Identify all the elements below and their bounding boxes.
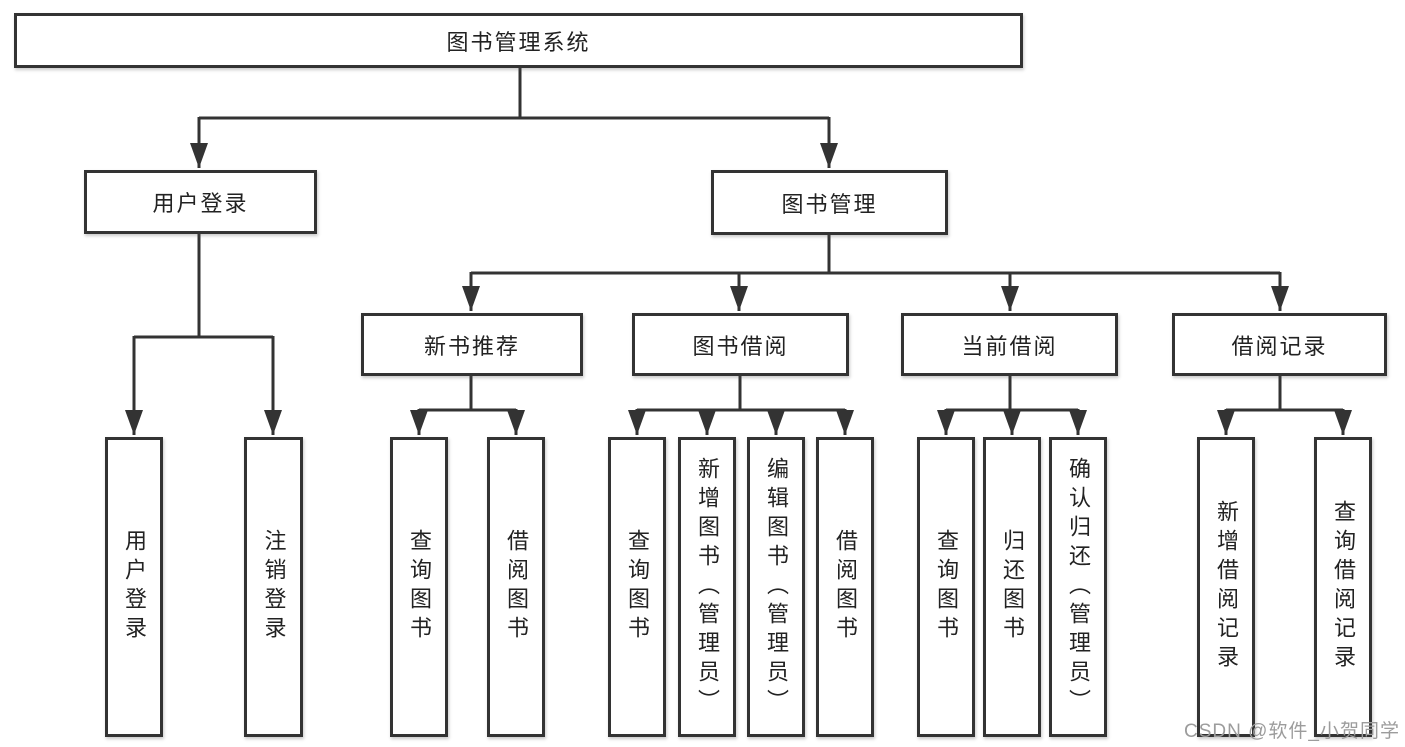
leaf-user-login: 用户登录 xyxy=(105,437,163,737)
connector-records-split xyxy=(1226,374,1343,412)
leaf-return-books: 归还图书 xyxy=(983,437,1041,737)
leaf-borrow-books: 借阅图书 xyxy=(816,437,874,737)
leaf-edit-books-admin: 编辑图书（管理员） xyxy=(747,437,805,737)
leaf-query-borrow-record: 查询借阅记录 xyxy=(1314,437,1372,737)
leaf-rec-borrow-books: 借阅图书 xyxy=(487,437,545,737)
connector-new-rec-split xyxy=(419,374,516,412)
leaf-borrow-query-books: 查询图书 xyxy=(608,437,666,737)
node-borrowing-records: 借阅记录 xyxy=(1172,313,1387,376)
node-book-management: 图书管理 xyxy=(711,170,948,235)
connector-user-login-split xyxy=(134,232,273,339)
connector-cur-borrow-split xyxy=(946,374,1078,412)
node-current-borrowing: 当前借阅 xyxy=(901,313,1118,376)
node-user-login: 用户登录 xyxy=(84,170,317,234)
connector-book-borrow-split xyxy=(637,374,845,412)
connector-root-split xyxy=(199,66,829,120)
connector-book-mgmt-split xyxy=(471,233,1280,275)
csdn-watermark: CSDN @软件_小贺同学 xyxy=(1184,721,1400,742)
leaf-confirm-return-admin: 确认归还（管理员） xyxy=(1049,437,1107,737)
leaf-rec-query-books: 查询图书 xyxy=(390,437,448,737)
node-new-book-recommendation: 新书推荐 xyxy=(361,313,583,376)
leaf-add-borrow-record: 新增借阅记录 xyxy=(1197,437,1255,737)
node-library-management-system: 图书管理系统 xyxy=(14,13,1023,68)
leaf-logout: 注销登录 xyxy=(244,437,303,737)
node-book-borrowing: 图书借阅 xyxy=(632,313,849,376)
leaf-add-books-admin: 新增图书（管理员） xyxy=(678,437,736,737)
leaf-current-query-books: 查询图书 xyxy=(917,437,975,737)
